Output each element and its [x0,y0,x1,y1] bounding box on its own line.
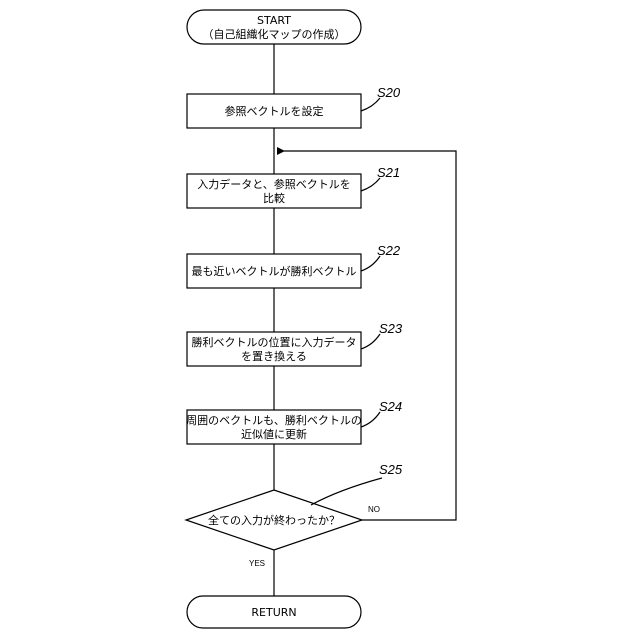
step-label: S20 [377,85,401,100]
step-text: 周囲のベクトルも、勝利ベクトルの [186,413,362,427]
step-s23: 勝利ベクトルの位置に入力データ を置き換える S23 [187,321,403,366]
step-text: を置き換える [241,350,307,363]
step-leader-line [361,256,380,271]
decision-label: S25 [379,462,403,477]
step-label: S22 [377,243,401,258]
step-text: 最も近いベクトルが勝利ベクトル [192,264,357,278]
step-s22: 最も近いベクトルが勝利ベクトル S22 [187,243,401,288]
step-label: S24 [379,399,402,414]
step-label: S21 [377,165,400,180]
step-s20: 参照ベクトルを設定 S20 [187,85,401,128]
return-terminator: RETURN [187,596,361,628]
step-leader-line [361,412,380,427]
decision-no-label: NO [368,505,380,514]
start-terminator: START （自己組織化マップの作成） [187,10,361,44]
decision-yes-label: YES [249,559,265,568]
step-text: 近似値に更新 [241,427,307,441]
decision-leader-line [311,478,382,505]
step-text: 入力データと、参照ベクトルを [197,177,351,191]
step-text: 勝利ベクトルの位置に入力データ [192,335,357,349]
decision-s25: 全ての入力が終わったか？ S25 NO YES [186,462,403,568]
return-text: RETURN [251,606,296,619]
decision-text: 全ての入力が終わったか？ [208,513,340,527]
step-s24: 周囲のベクトルも、勝利ベクトルの 近似値に更新 S24 [186,399,402,444]
step-label: S23 [379,321,403,336]
start-title: START [257,14,291,27]
start-subtitle: （自己組織化マップの作成） [203,27,346,41]
step-s21: 入力データと、参照ベクトルを 比較 S21 [187,165,400,208]
step-leader-line [361,334,380,349]
step-text: 比較 [263,191,285,205]
step-text: 参照ベクトルを設定 [225,104,324,118]
